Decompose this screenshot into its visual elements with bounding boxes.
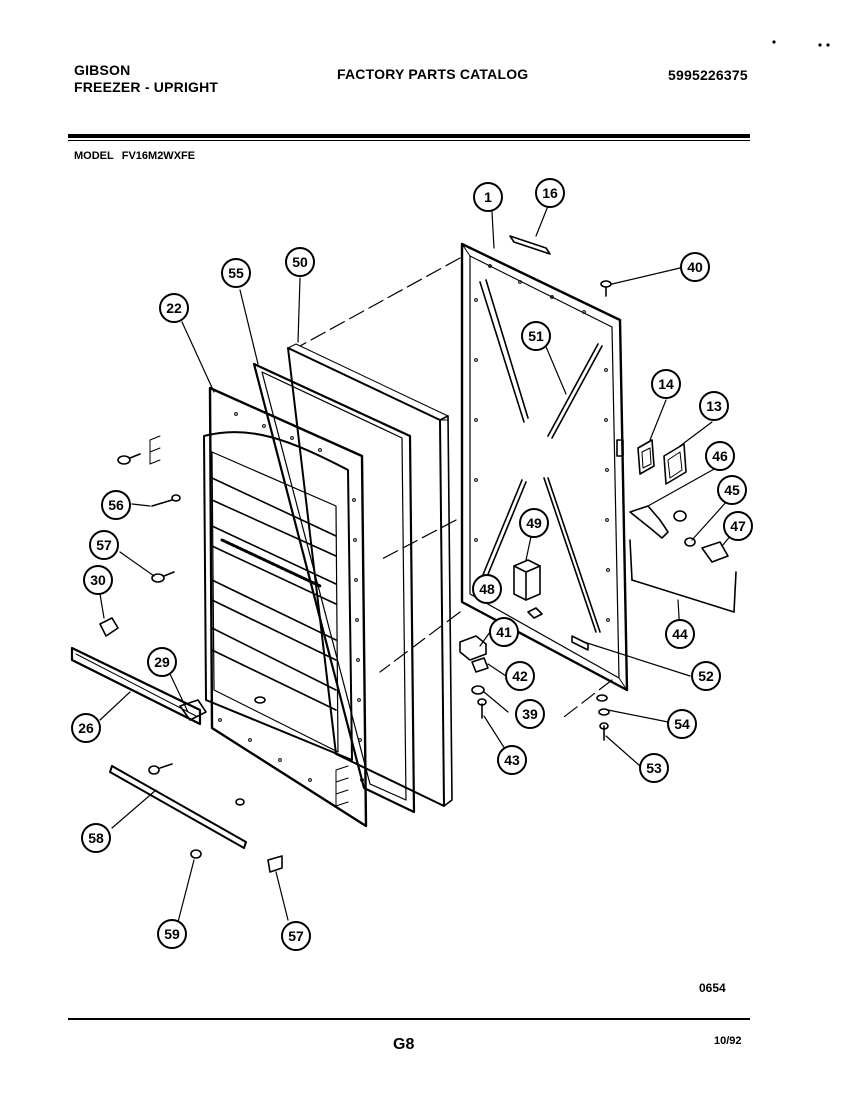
svg-text:22: 22 [166,300,182,316]
callout-54: 54 [667,709,697,739]
svg-text:14: 14 [658,376,674,392]
callout-59: 59 [157,919,187,949]
label-16 [509,235,551,255]
svg-text:55: 55 [228,265,244,281]
callout-26: 26 [71,713,101,743]
svg-text:26: 26 [78,720,94,736]
svg-text:1: 1 [484,189,492,205]
callout-48: 48 [472,574,502,604]
svg-text:46: 46 [712,448,728,464]
handle-part-13 [663,443,687,485]
callout-39: 39 [515,699,545,729]
svg-text:54: 54 [674,716,690,732]
callout-51: 51 [521,321,551,351]
svg-text:42: 42 [512,668,528,684]
callout-46: 46 [705,441,735,471]
model-value: FV16M2WXFE [121,150,196,162]
svg-text:52: 52 [698,668,714,684]
callout-57-bottom: 57 [281,921,311,951]
header-rule [68,134,750,138]
product-name: FREEZER - UPRIGHT [74,79,219,95]
callout-29: 29 [147,647,177,677]
svg-text:16: 16 [542,185,558,201]
callout-58: 58 [81,823,111,853]
callout-42: 42 [505,661,535,691]
svg-text:30: 30 [90,572,106,588]
brand-name: GIBSON [74,62,131,78]
svg-text:57: 57 [288,928,304,944]
svg-text:53: 53 [646,760,662,776]
bottom-strip-58 [109,765,247,849]
callout-16: 16 [535,178,565,208]
svg-text:40: 40 [687,259,703,275]
header-rule-thin [68,140,750,141]
svg-text:45: 45 [724,482,740,498]
outer-door-panel [460,242,629,692]
footer-rule [68,1018,750,1020]
callout-47: 47 [723,511,753,541]
svg-text:50: 50 [292,254,308,270]
page-code: G8 [393,1036,415,1053]
callout-55: 55 [221,258,251,288]
callout-22: 22 [159,293,189,323]
catalog-date: 10/92 [714,1035,742,1047]
illustration-number: 0654 [699,981,726,995]
callout-41: 41 [489,617,519,647]
svg-text:59: 59 [164,926,180,942]
hinge-assembly [459,635,489,719]
callout-56: 56 [101,490,131,520]
handle-part-14 [637,439,655,475]
screw-40 [600,280,612,297]
svg-text:47: 47 [730,518,746,534]
svg-text:43: 43 [504,752,520,768]
door-gasket-55 [252,362,416,814]
svg-text:51: 51 [528,328,544,344]
callout-1: 1 [473,182,503,212]
svg-text:29: 29 [154,654,170,670]
callout-52: 52 [691,661,721,691]
catalog-number: 5995226375 [668,67,748,83]
svg-text:49: 49 [526,515,542,531]
svg-text:39: 39 [522,706,538,722]
callout-57-top: 57 [89,530,119,560]
model-line: MODEL FV16M2WXFE [74,150,195,162]
callout-43: 43 [497,745,527,775]
lock-assembly [629,505,737,613]
callout-13: 13 [699,391,729,421]
inner-door-liner-22 [149,386,368,828]
svg-text:13: 13 [706,398,722,414]
bottom-trim-26 [70,646,207,726]
callout-44: 44 [665,619,695,649]
svg-text:56: 56 [108,497,124,513]
svg-text:57: 57 [96,537,112,553]
callout-30: 30 [83,565,113,595]
svg-text:58: 58 [88,830,104,846]
callout-45: 45 [717,475,747,505]
callout-50: 50 [285,247,315,277]
brand-block: GIBSON FREEZER - UPRIGHT [74,62,218,96]
washer-54 [596,694,608,702]
screw-set-left [99,453,283,873]
model-label: MODEL [74,150,114,162]
callout-53: 53 [639,753,669,783]
screw-53 [599,722,609,730]
catalog-title: FACTORY PARTS CATALOG [337,66,529,82]
svg-text:48: 48 [479,581,495,597]
door-liner-foam-50 [287,343,453,807]
callout-14: 14 [651,369,681,399]
callout-40: 40 [680,252,710,282]
svg-text:41: 41 [496,624,512,640]
callout-49: 49 [519,508,549,538]
svg-text:44: 44 [672,626,688,642]
